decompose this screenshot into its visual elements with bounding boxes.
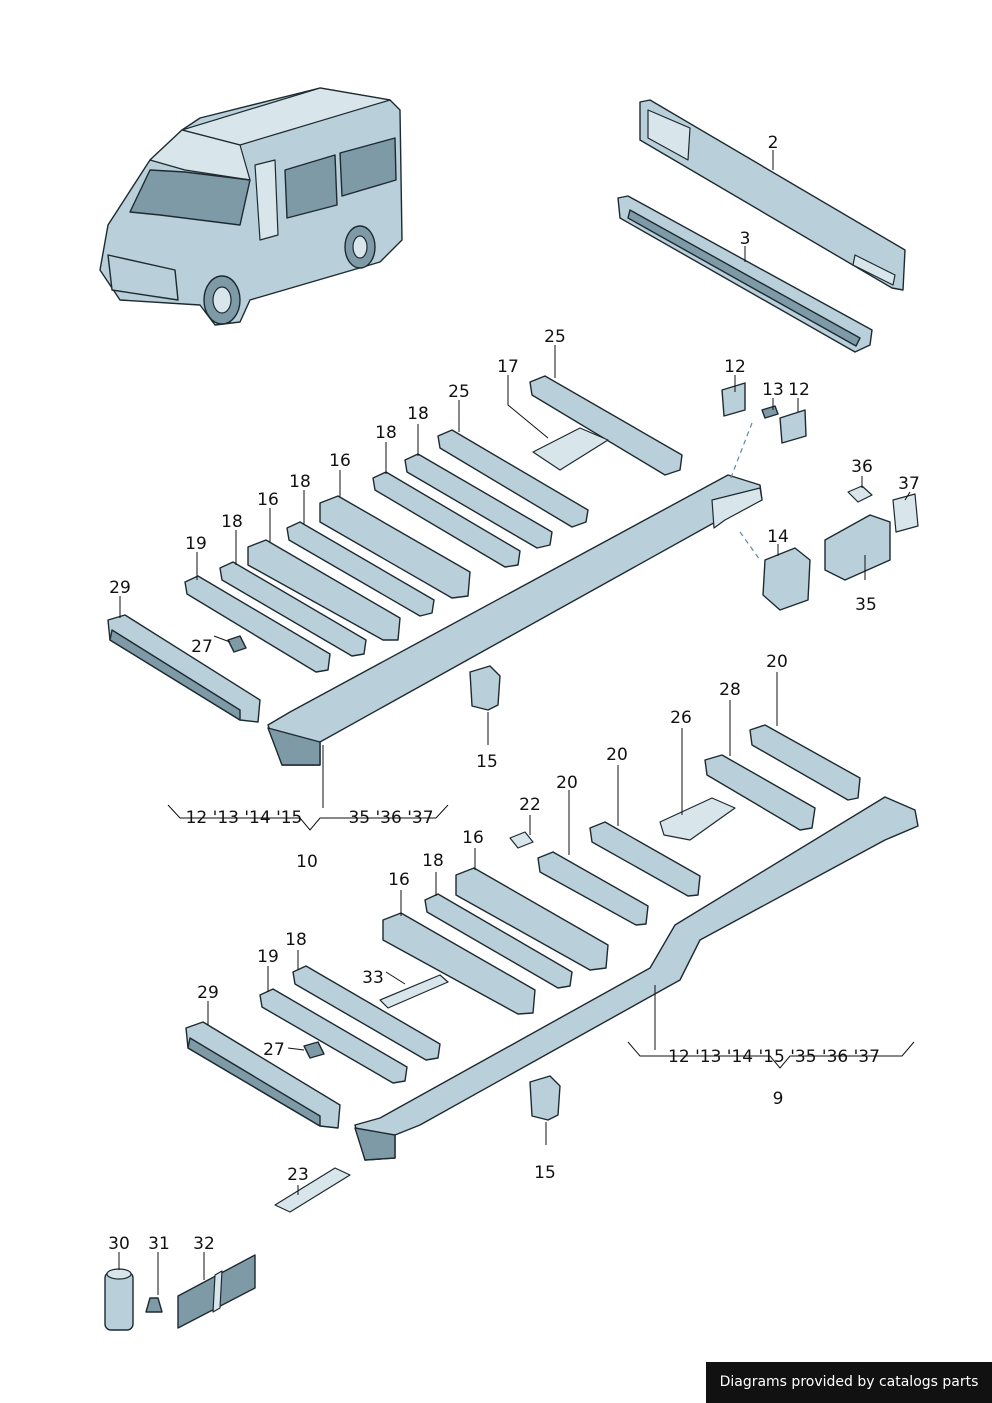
label-16: 16 bbox=[462, 828, 484, 848]
group-9-refs: 12 '13 '14 '15 '35 '36 '37 bbox=[668, 1047, 880, 1067]
label-18: 18 bbox=[221, 512, 243, 532]
group-9-brace bbox=[627, 1041, 915, 1069]
label-29: 29 bbox=[197, 983, 219, 1003]
label-18: 18 bbox=[422, 851, 444, 871]
label-28: 28 bbox=[719, 680, 741, 700]
label-18: 18 bbox=[407, 404, 429, 424]
label-33: 33 bbox=[362, 968, 384, 988]
label-12: 12 bbox=[788, 380, 810, 400]
label-13: 13 bbox=[762, 380, 784, 400]
label-19: 19 bbox=[257, 947, 279, 967]
label-27: 27 bbox=[263, 1040, 285, 1060]
label-16: 16 bbox=[329, 451, 351, 471]
label-27: 27 bbox=[191, 637, 213, 657]
label-12: 12 bbox=[724, 357, 746, 377]
group-10-refs-right: 35 '36 '37 bbox=[348, 808, 433, 828]
leader-lines bbox=[118, 150, 911, 1295]
label-37: 37 bbox=[898, 474, 920, 494]
label-36: 36 bbox=[851, 457, 873, 477]
label-15: 15 bbox=[476, 752, 498, 772]
label-18: 18 bbox=[285, 930, 307, 950]
group-10-refs-left: 12 '13 '14 '15 bbox=[186, 808, 303, 828]
label-20: 20 bbox=[766, 652, 788, 672]
label-31: 31 bbox=[148, 1234, 170, 1254]
part-3-rear-reinforcement bbox=[617, 195, 873, 353]
label-20: 20 bbox=[556, 773, 578, 793]
label-29: 29 bbox=[109, 578, 131, 598]
group-10-brace bbox=[167, 804, 449, 831]
label-22: 22 bbox=[519, 795, 541, 815]
callout-labels: 2 3 25 17 25 12 13 12 36 37 14 35 18 18 … bbox=[108, 133, 920, 1254]
catalog-credit-footer: Diagrams provided by catalogs parts bbox=[706, 1362, 992, 1403]
label-14: 14 bbox=[767, 527, 789, 547]
label-2: 2 bbox=[768, 133, 779, 153]
label-19: 19 bbox=[185, 534, 207, 554]
frame-group-10 bbox=[107, 375, 919, 766]
label-15: 15 bbox=[534, 1163, 556, 1183]
label-3: 3 bbox=[740, 229, 751, 249]
label-23: 23 bbox=[287, 1165, 309, 1185]
label-26: 26 bbox=[670, 708, 692, 728]
label-20: 20 bbox=[606, 745, 628, 765]
label-32: 32 bbox=[193, 1234, 215, 1254]
label-18: 18 bbox=[289, 472, 311, 492]
label-16: 16 bbox=[388, 870, 410, 890]
label-9: 9 bbox=[773, 1089, 784, 1109]
consumables bbox=[104, 1254, 256, 1331]
label-30: 30 bbox=[108, 1234, 130, 1254]
label-35: 35 bbox=[855, 595, 877, 615]
label-25: 25 bbox=[448, 382, 470, 402]
van-illustration bbox=[99, 87, 403, 326]
label-25: 25 bbox=[544, 327, 566, 347]
label-16: 16 bbox=[257, 490, 279, 510]
frame-group-9 bbox=[185, 724, 919, 1213]
label-17: 17 bbox=[497, 357, 519, 377]
part-2-rear-crossmember bbox=[639, 99, 906, 291]
label-10: 10 bbox=[296, 852, 318, 872]
label-18: 18 bbox=[375, 423, 397, 443]
